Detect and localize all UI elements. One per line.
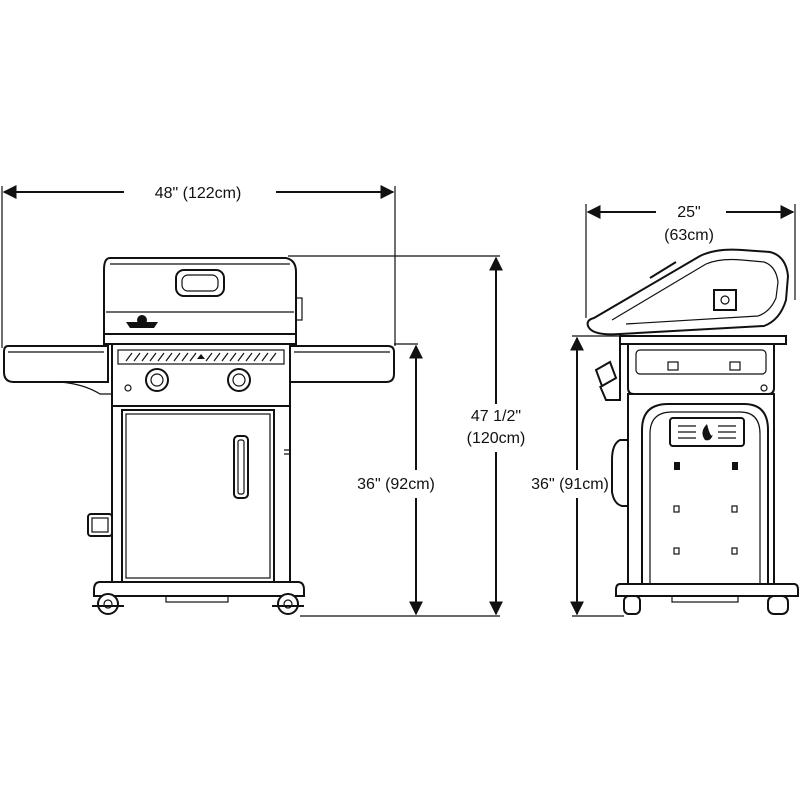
side-depth-label-line1: 25" (677, 204, 700, 221)
side-depth-dimension: 25" (63cm) (586, 204, 795, 244)
front-control-knob-left (145, 368, 169, 392)
side-wheel-right (767, 595, 789, 615)
front-wheel-right (272, 593, 304, 615)
front-lid-logo (126, 315, 158, 328)
side-depth-label-line2: (63cm) (664, 227, 714, 244)
front-counter-height-dimension: 36" (92cm) (357, 344, 435, 616)
front-height-label-line2: (120cm) (467, 430, 526, 447)
front-width-label: 48" (122cm) (155, 185, 242, 202)
side-extension-lines (572, 204, 796, 617)
front-view-grill (3, 257, 395, 615)
front-control-knob-right (227, 368, 251, 392)
front-counter-height-label: 36" (92cm) (357, 476, 435, 493)
side-cabinet-rivets (673, 462, 738, 555)
front-door-handle (233, 435, 249, 499)
front-wheel-left (92, 593, 124, 615)
front-width-dimension: 48" (122cm) (2, 185, 395, 202)
front-vent-slots (125, 352, 277, 362)
side-wheel-left (623, 595, 641, 615)
front-height-dimension: 47 1/2" (120cm) (467, 256, 526, 616)
side-counter-height-label: 36" (91cm) (531, 476, 609, 493)
front-extension-lines (1, 186, 500, 617)
front-height-label-line1: 47 1/2" (471, 408, 521, 425)
side-counter-height-dimension: 36" (91cm) (531, 336, 609, 616)
side-logo (702, 424, 713, 441)
side-view-grill (586, 248, 799, 615)
